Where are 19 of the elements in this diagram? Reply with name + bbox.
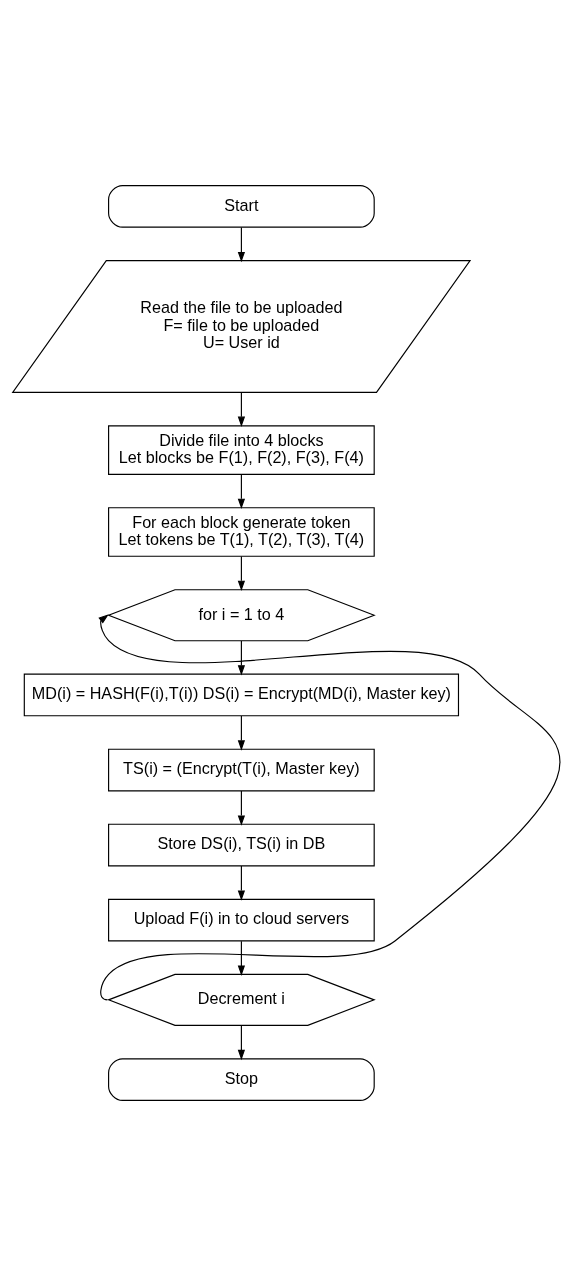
arrow: [237, 940, 246, 976]
node-box: MD(i) = HASH(F(i),T(i)) DS(i) = Encrypt(MD(i), Master key): [23, 673, 460, 716]
arrow: [237, 865, 246, 901]
arrow: [98, 613, 561, 1000]
node-box: Start: [108, 184, 375, 228]
arrow: [237, 789, 246, 826]
node-box: Divide file into 4 blocks Let blocks be F(1), F(2), F(3), F(4): [108, 424, 375, 475]
node-box: For each block generate token Let tokens be T(1), T(2), T(3), T(4): [108, 506, 375, 557]
arrow: [237, 391, 246, 427]
node-box: TS(i) = (Encrypt(T(i), Master key): [108, 748, 375, 791]
node-box: Store DS(i), TS(i) in DB: [108, 823, 375, 866]
arrow: [237, 555, 246, 591]
arrow: [237, 226, 246, 262]
arrow: [237, 639, 246, 676]
node-box: Upload F(i) in to cloud servers: [108, 898, 375, 941]
arrow: [237, 714, 246, 751]
node-box: Stop: [108, 1057, 375, 1101]
arrow: [237, 1024, 246, 1060]
arrow: [237, 473, 246, 509]
